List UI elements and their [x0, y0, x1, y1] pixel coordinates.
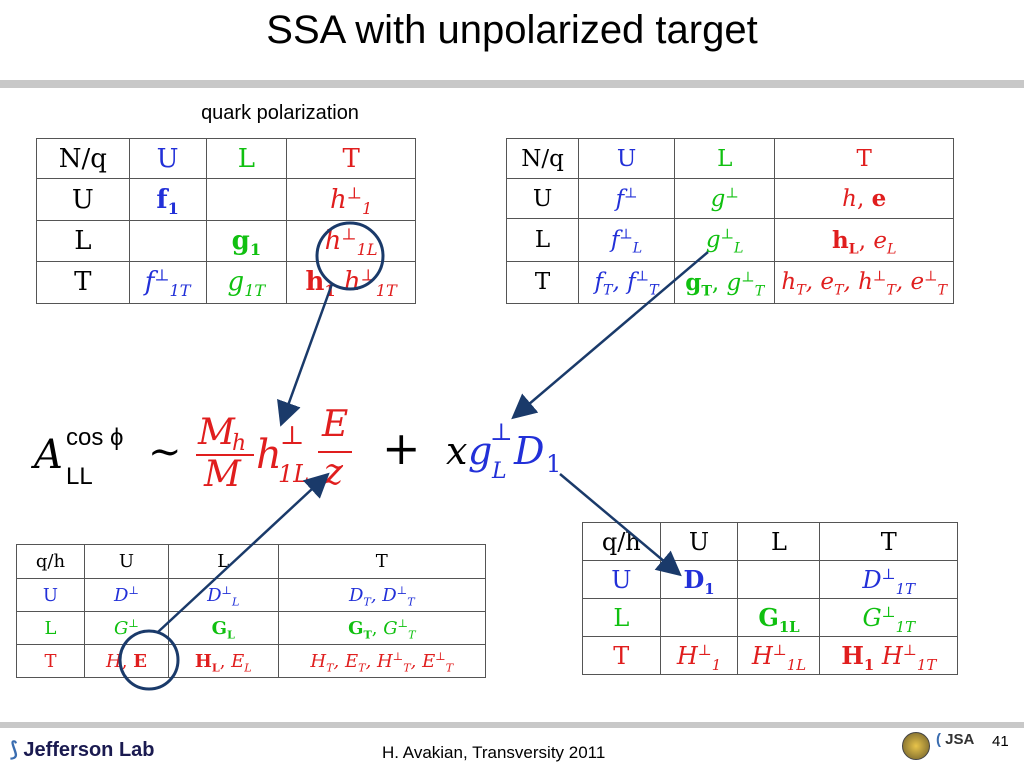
- row-header-L: L: [505, 218, 580, 262]
- cell-gT-gTperp: gT, g⊥T: [674, 260, 776, 305]
- highlight-circle-E: [118, 629, 180, 691]
- formula-g-sup: ⊥: [490, 418, 513, 446]
- arrow-gL-to-formula: [511, 251, 709, 420]
- cell-hT-eT: hT, eT, h⊥T, e⊥T: [774, 260, 954, 305]
- arrow-h1L-to-formula: [277, 283, 334, 427]
- cell-empty: [205, 178, 288, 222]
- row-header-L: L: [36, 220, 130, 262]
- formula-D-sub: 1: [546, 450, 561, 478]
- page-number: 41: [992, 733, 1009, 750]
- cell-g1T: g1T: [205, 260, 288, 305]
- cell-D1Tperp: D⊥1T: [819, 560, 958, 599]
- logo-swoosh-icon: ⟆: [10, 739, 24, 761]
- jefferson-lab-logo: ⟆ Jefferson Lab: [10, 737, 155, 762]
- cell-H1perp: H⊥1: [659, 636, 739, 675]
- cell-fperp: f⊥: [578, 178, 676, 220]
- slide-title: SSA with unpolarized target: [266, 8, 758, 52]
- formula-A: A: [30, 432, 63, 478]
- cell-G1Tperp: G⊥1T: [819, 598, 958, 637]
- ff-table-leading-twist: q/h U L T U D1 D⊥1T L G1L G⊥1T T H⊥1 H⊥1…: [582, 522, 958, 675]
- corner-cell: q/h: [15, 544, 86, 579]
- row-header-U: U: [582, 560, 661, 599]
- row-header-T: T: [505, 260, 580, 305]
- cell-h1perp: h⊥1: [286, 178, 416, 222]
- logo-text: Jefferson Lab: [23, 739, 155, 761]
- cell-Dperp: D⊥: [84, 578, 169, 612]
- cell-H1Lperp: H⊥1L: [737, 636, 821, 675]
- cell-H1-H1Tperp: H1 H⊥1T: [819, 636, 958, 675]
- jsa-logo: ( JSA: [936, 731, 974, 748]
- col-header-T: T: [277, 544, 487, 579]
- formula-A-sup: cos ϕ: [66, 424, 123, 451]
- cell-fT-fTperp: fT, f⊥T: [578, 260, 676, 305]
- corner-cell: N/q: [505, 137, 580, 180]
- formula-g: g: [468, 429, 492, 473]
- cell-HT-ET: HT, ET, H⊥T, E⊥T: [277, 644, 487, 678]
- top-divider: [0, 80, 1024, 88]
- ff-table-twist3: q/h U L T U D⊥ D⊥L DT, D⊥T L G⊥ GL GT, G…: [15, 544, 487, 678]
- col-header-U: U: [578, 137, 676, 180]
- cell-gperp: g⊥: [674, 178, 776, 220]
- formula-E: E: [321, 404, 348, 445]
- cell-f1Tperp: f⊥1T: [128, 260, 207, 305]
- cell-D1: D1: [659, 560, 739, 599]
- cell-empty: [737, 560, 821, 599]
- cell-Gperp: G⊥: [84, 611, 169, 645]
- doe-seal-icon: [902, 732, 930, 760]
- cell-h-e: h, e: [774, 178, 954, 220]
- cell-HL-EL: HL, EL: [167, 644, 279, 678]
- row-header-T: T: [36, 260, 130, 305]
- cell-H-E: H, E: [84, 644, 169, 678]
- formula-A-sub: LL: [66, 463, 93, 490]
- jsa-text: JSA: [945, 731, 975, 748]
- formula-g-sub: L: [491, 459, 507, 484]
- footer-author: H. Avakian, Transversity 2011: [382, 743, 606, 762]
- bottom-divider: [0, 722, 1024, 728]
- formula-x: x: [446, 429, 467, 473]
- formula-sim: ∼: [148, 429, 182, 475]
- row-header-T: T: [582, 636, 661, 675]
- formula-plus: +: [382, 421, 421, 475]
- cell-gLperp: g⊥L: [674, 218, 776, 262]
- corner-cell: N/q: [36, 137, 130, 180]
- formula-M: M: [203, 454, 242, 495]
- quark-polarization-label: quark polarization: [201, 102, 359, 124]
- arrow-D1-to-table: [559, 473, 682, 577]
- cell-f1: f1: [128, 178, 207, 222]
- tmd-table-leading-twist: N/q U L T U f1 h⊥1 L g1 h⊥1L T f⊥1T g1T …: [36, 137, 416, 305]
- row-header-T: T: [15, 644, 86, 678]
- jsa-swoosh-icon: (: [936, 731, 946, 748]
- formula-Mh-sub: h: [232, 431, 246, 456]
- formula-Mh: M: [197, 412, 236, 453]
- arrow-E-to-formula: [157, 472, 330, 633]
- tmd-table-twist3: N/q U L T U f⊥ g⊥ h, e L f⊥L g⊥L hL, eL …: [505, 137, 954, 305]
- formula-h: h: [256, 432, 282, 478]
- row-header-U: U: [15, 578, 86, 612]
- col-header-L: L: [205, 137, 288, 180]
- row-header-L: L: [15, 611, 86, 645]
- cell-GT-GTperp: GT, G⊥T: [277, 611, 487, 645]
- col-header-T: T: [286, 137, 416, 180]
- row-header-U: U: [36, 178, 130, 222]
- highlight-circle-h1L: [315, 221, 385, 291]
- cell-empty: [659, 598, 739, 637]
- formula-D: D: [513, 429, 544, 473]
- col-header-U: U: [128, 137, 207, 180]
- cell-fLperp: f⊥L: [578, 218, 676, 262]
- row-header-U: U: [505, 178, 580, 220]
